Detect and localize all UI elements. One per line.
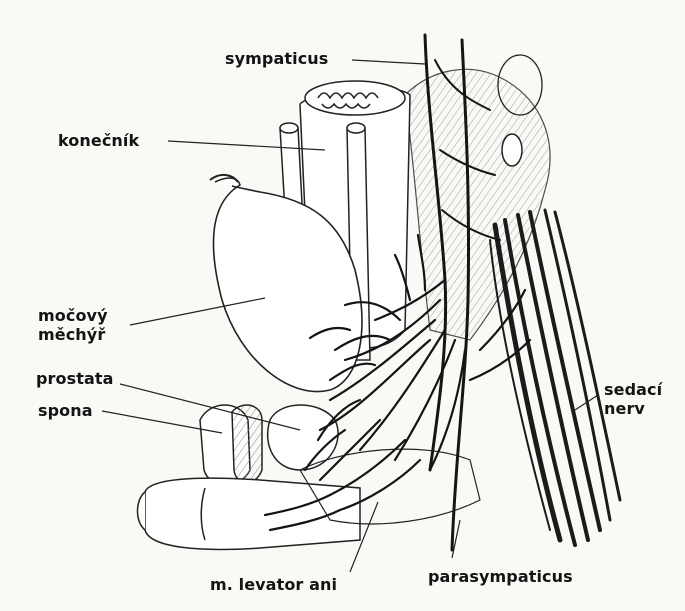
pubic-bone-shape bbox=[200, 405, 262, 485]
label-nerv: nerv bbox=[604, 399, 662, 418]
label-mechyr: měchýř bbox=[38, 325, 108, 344]
label-spona: spona bbox=[38, 402, 93, 420]
sacrum-shape bbox=[405, 69, 550, 340]
label-levator-ani: m. levator ani bbox=[210, 576, 337, 594]
label-sedaci: sedací bbox=[604, 380, 662, 399]
prostate-shape bbox=[268, 405, 338, 470]
blood-vessel-end bbox=[502, 134, 522, 166]
label-mocovy: močový bbox=[38, 306, 108, 325]
label-parasympaticus: parasympaticus bbox=[428, 568, 573, 586]
label-prostata: prostata bbox=[36, 370, 114, 388]
label-konecnik: konečník bbox=[58, 132, 139, 150]
label-sympaticus: sympaticus bbox=[225, 50, 328, 68]
label-mocovy-mechyr: močový měchýř bbox=[38, 306, 108, 344]
label-sedaci-nerv: sedací nerv bbox=[604, 380, 662, 418]
